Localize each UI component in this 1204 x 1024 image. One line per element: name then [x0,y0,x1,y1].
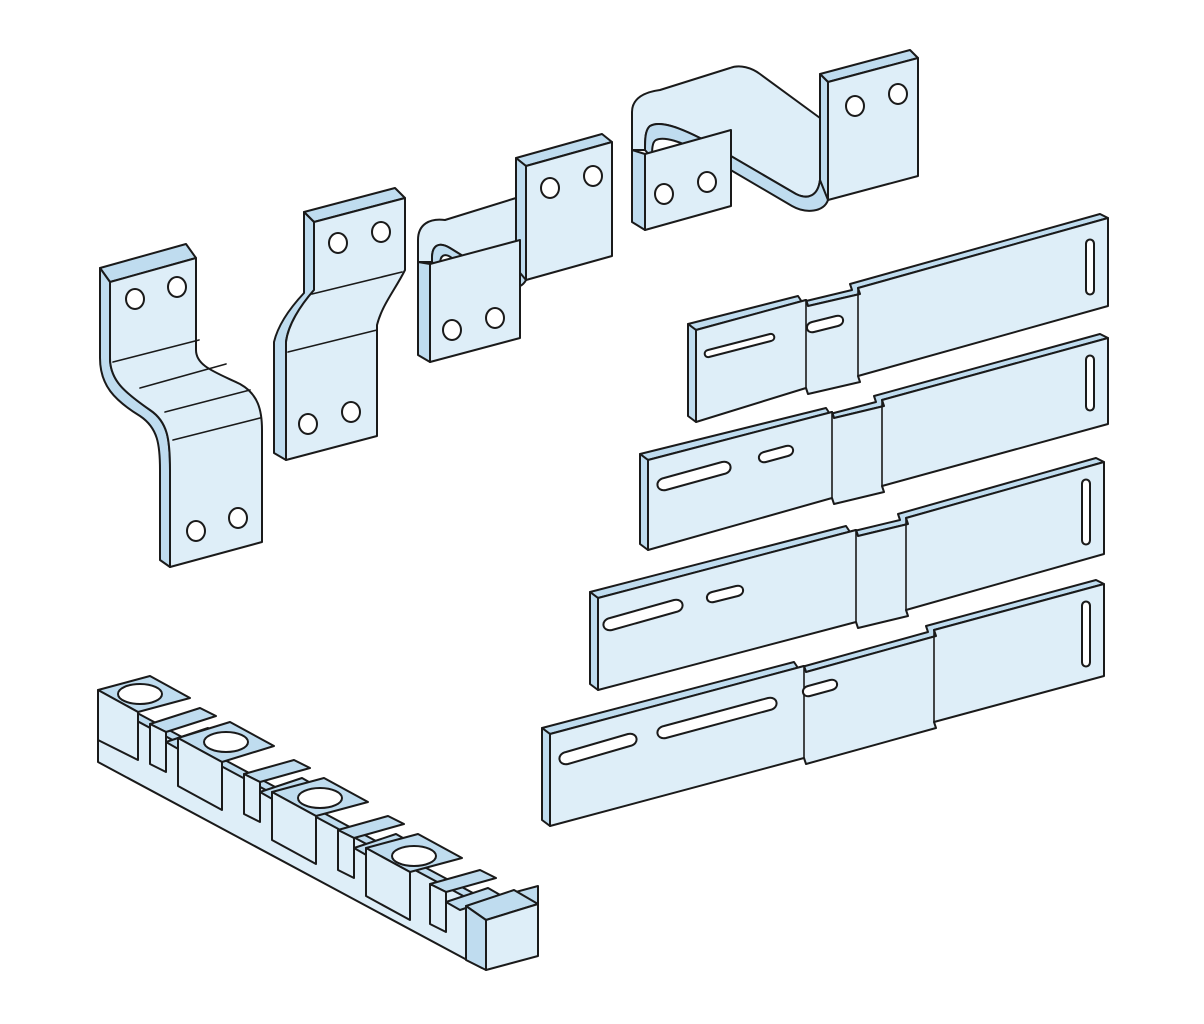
mounting-hole [117,683,163,705]
mounting-hole [125,288,145,310]
z-connector-large [631,49,919,231]
adjustment-slot [602,598,684,632]
mounting-hole [391,845,437,867]
adjustment-slot [806,314,844,334]
mounting-hole [298,413,318,435]
mounting-hole [845,95,865,117]
mounting-hole [228,507,248,529]
mounting-hole [328,232,348,254]
extension-busbar [687,213,1109,423]
mounting-hole [371,221,391,243]
end-slot [1081,600,1091,668]
end-slot [1085,354,1095,412]
extension-busbar [639,333,1109,551]
insulating-support-block [97,675,539,971]
adjustment-slot [656,696,778,740]
mounting-hole [485,307,505,329]
joggle-connector-plate [273,187,406,461]
adjustment-slot [558,732,638,766]
offset-connector-bar-short [99,243,263,568]
mounting-hole [186,520,206,542]
adjustment-slot [703,332,776,359]
mounting-hole [341,401,361,423]
mounting-hole [697,171,717,193]
extension-busbar [589,457,1105,691]
mounting-hole [167,276,187,298]
mounting-hole [888,83,908,105]
z-connector-small [417,133,613,363]
mounting-hole [583,165,603,187]
mounting-hole [540,177,560,199]
mounting-hole [442,319,462,341]
extension-busbar [541,579,1105,827]
mounting-hole [297,787,343,809]
end-slot [1085,238,1095,296]
adjustment-slot [802,678,838,698]
adjustment-slot [706,584,744,604]
end-slot [1081,478,1091,546]
mounting-hole [203,731,249,753]
mounting-hole [654,183,674,205]
adjustment-slot [758,444,794,464]
adjustment-slot [656,460,732,492]
extension-busbar-set [541,213,1109,827]
